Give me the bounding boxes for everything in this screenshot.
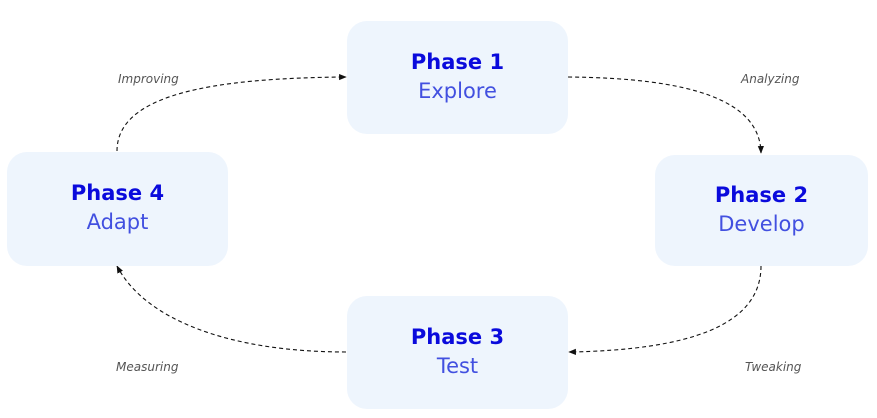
phase-3-title: Phase 3 [410,324,505,349]
phase-4-name: Adapt [86,210,149,235]
phase-1-box: Phase 1 Explore [347,21,568,134]
edge-label-analyzing: Analyzing [741,72,800,86]
phase-3-box: Phase 3 Test [347,296,568,409]
phase-1-name: Explore [418,78,497,103]
phase-2-name: Develop [718,211,805,236]
arrow-develop-to-test [568,265,762,355]
edge-label-measuring: Measuring [116,360,179,374]
arrow-explore-to-develop [567,76,764,154]
phase-3-name: Test [436,353,479,378]
edge-label-tweaking: Tweaking [745,360,802,374]
phase-2-box: Phase 2 Develop [655,155,868,266]
arrow-adapt-to-explore [116,73,347,152]
edge-label-improving: Improving [118,72,179,86]
phase-4-box: Phase 4 Adapt [7,152,228,266]
phase-1-title: Phase 1 [410,49,505,74]
phase-4-title: Phase 4 [70,181,165,206]
arrow-test-to-adapt [116,265,347,353]
phase-2-title: Phase 2 [714,182,809,207]
